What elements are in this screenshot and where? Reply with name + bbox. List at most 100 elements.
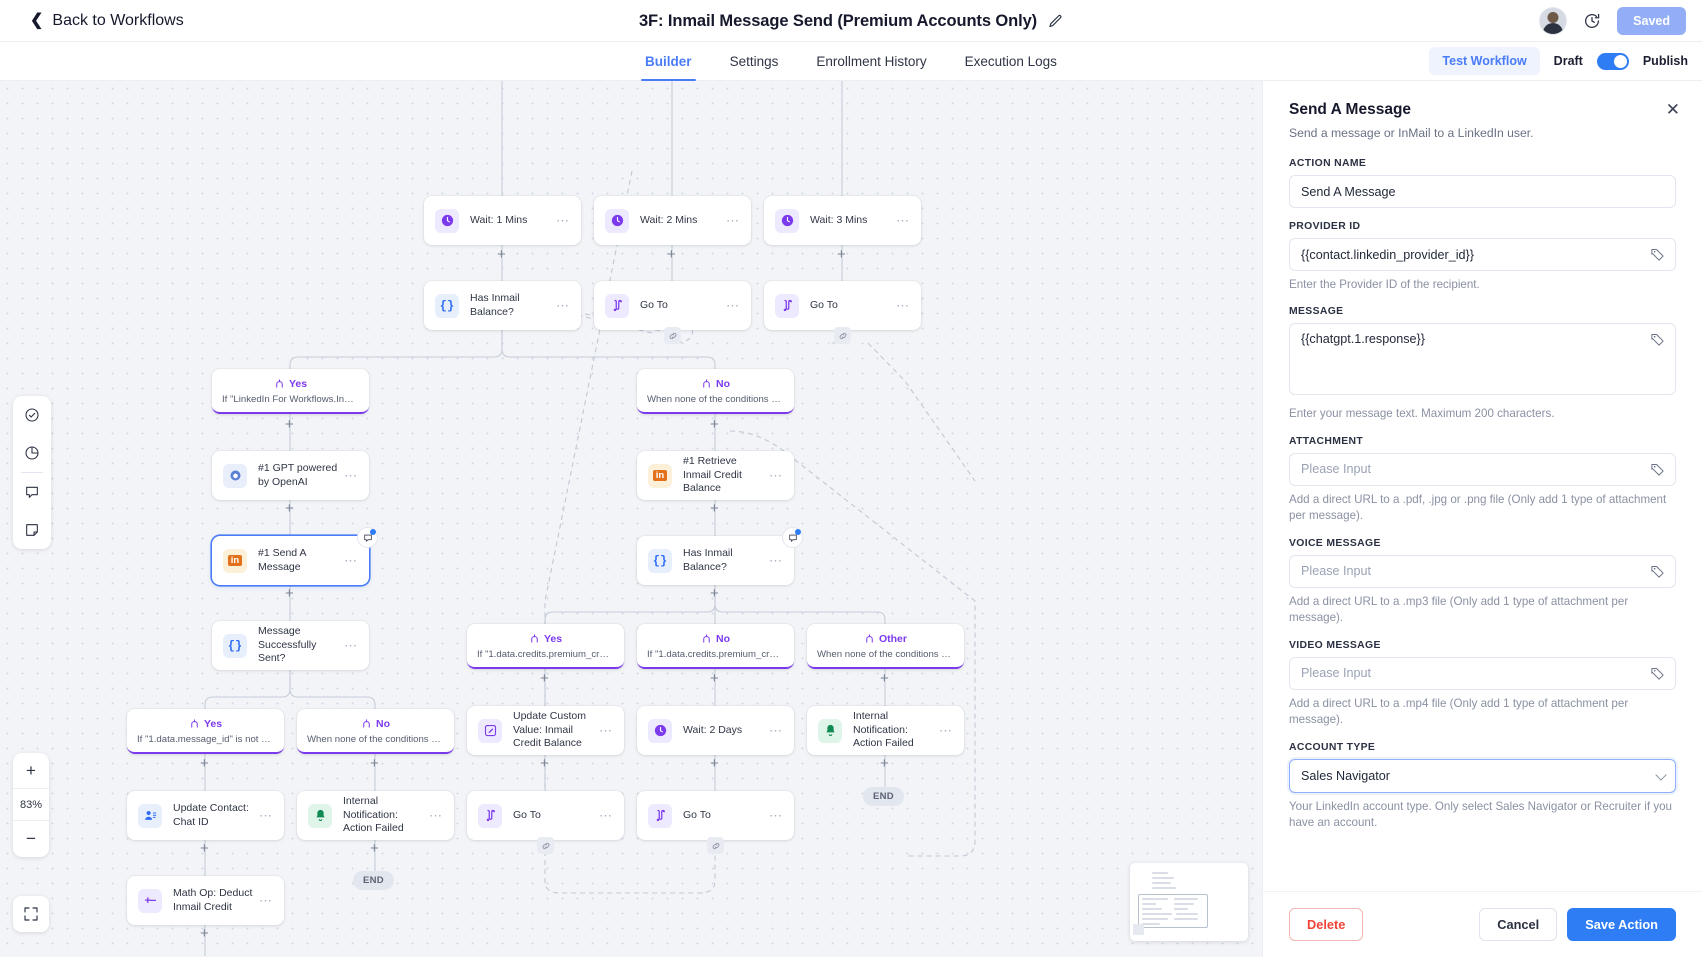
tab-settings[interactable]: Settings [729,53,779,69]
workflow-node[interactable]: in#1 Send A Message⋯ [212,527,378,585]
message-textarea[interactable] [1289,323,1676,396]
workflow-node[interactable]: {}Has Inmail Balance?⋯ [637,527,803,585]
saved-button[interactable]: Saved [1617,6,1686,35]
fit-to-screen-icon[interactable] [13,896,49,932]
add-step-button[interactable]: + [880,670,889,687]
tab-execution-logs[interactable]: Execution Logs [964,53,1057,69]
workflow-node[interactable]: Internal Notification: Action Failed⋯ [297,791,454,840]
sticky-note-icon[interactable] [13,511,51,549]
add-step-button[interactable]: + [710,416,719,433]
workflow-node[interactable]: {}Has Inmail Balance?⋯ [424,281,581,330]
add-step-button[interactable]: + [200,755,209,772]
variable-tag-icon[interactable] [1650,247,1665,262]
node-menu-button[interactable]: ⋯ [726,213,740,228]
node-menu-button[interactable]: ⋯ [896,298,910,313]
test-workflow-button[interactable]: Test Workflow [1429,47,1540,75]
workflow-node[interactable]: Wait: 2 Mins⋯ [594,196,751,245]
workflow-node[interactable]: in#1 Retrieve Inmail Credit Balance⋯ [637,451,794,500]
save-action-button[interactable]: Save Action [1567,908,1676,941]
node-menu-button[interactable]: ⋯ [599,808,613,823]
draft-publish-toggle[interactable] [1596,52,1629,70]
workflow-node[interactable]: #1 GPT powered by OpenAI⋯ [212,451,369,500]
node-menu-button[interactable]: ⋯ [556,298,570,313]
add-step-button[interactable]: + [667,246,676,263]
node-menu-button[interactable]: ⋯ [769,808,783,823]
add-step-button[interactable]: + [370,840,379,857]
delete-button[interactable]: Delete [1289,908,1364,941]
add-step-button[interactable]: + [837,246,846,263]
workflow-node[interactable]: Wait: 3 Mins⋯ [764,196,921,245]
provider-id-input[interactable] [1289,238,1676,271]
video-message-input[interactable] [1289,656,1676,690]
back-to-workflows-link[interactable]: ❮ Back to Workflows [30,12,184,30]
tab-builder[interactable]: Builder [641,42,696,81]
comment-icon[interactable] [13,473,51,511]
variable-tag-icon[interactable] [1650,666,1665,681]
add-step-button[interactable]: + [540,670,549,687]
workflow-node[interactable]: Go To⋯ [467,791,624,840]
add-step-button[interactable]: + [200,925,209,942]
add-step-button[interactable]: + [200,840,209,857]
variable-tag-icon[interactable] [1650,462,1665,477]
node-menu-button[interactable]: ⋯ [769,723,783,738]
voice-message-input[interactable] [1289,554,1676,588]
check-circle-icon[interactable] [13,396,51,434]
comment-badge[interactable] [782,527,803,548]
goto-link-badge[interactable] [834,327,851,344]
node-menu-button[interactable]: ⋯ [259,893,273,908]
add-step-button[interactable]: + [710,585,719,602]
goto-link-badge[interactable] [664,327,681,344]
goto-link-badge[interactable] [537,837,554,854]
node-menu-button[interactable]: ⋯ [344,553,358,568]
workflow-node[interactable]: +−Math Op: Deduct Inmail Credit⋯ [127,876,284,925]
workflow-node[interactable]: Go To⋯ [637,791,794,840]
workflow-node[interactable]: Wait: 1 Mins⋯ [424,196,581,245]
workflow-node[interactable]: Go To⋯ [764,281,921,330]
workflow-node[interactable]: Update Contact: Chat ID⋯ [127,791,284,840]
attachment-input[interactable] [1289,452,1676,486]
history-clock-icon[interactable] [1583,12,1601,30]
node-menu-button[interactable]: ⋯ [344,468,358,483]
add-step-button[interactable]: + [710,670,719,687]
variable-tag-icon[interactable] [1650,564,1665,579]
zoom-out-button[interactable]: − [26,829,36,848]
workflow-node[interactable]: {}Message Successfully Sent?⋯ [212,621,369,670]
add-step-button[interactable]: + [880,755,889,772]
node-menu-button[interactable]: ⋯ [896,213,910,228]
add-step-button[interactable]: + [285,500,294,517]
cancel-button[interactable]: Cancel [1479,908,1558,941]
node-menu-button[interactable]: ⋯ [939,723,953,738]
workflow-canvas[interactable]: + 83% − Wait [0,81,1262,957]
workflow-node[interactable]: Update Custom Value: Inmail Credit Balan… [467,706,624,755]
workflow-node[interactable]: Internal Notification: Action Failed⋯ [807,706,964,755]
node-menu-button[interactable]: ⋯ [599,723,613,738]
workflow-node[interactable]: Wait: 2 Days⋯ [637,706,794,755]
action-name-input[interactable] [1289,175,1676,208]
node-menu-button[interactable]: ⋯ [344,638,358,653]
add-step-button[interactable]: + [285,416,294,433]
add-step-button[interactable]: + [540,755,549,772]
zoom-in-button[interactable]: + [13,753,49,789]
goto-link-badge[interactable] [707,837,724,854]
node-menu-button[interactable]: ⋯ [769,468,783,483]
pie-chart-icon[interactable] [13,434,51,472]
account-type-select[interactable]: Sales Navigator [1289,758,1676,793]
tab-enrollment-history[interactable]: Enrollment History [816,53,927,69]
node-menu-button[interactable]: ⋯ [769,553,783,568]
variable-tag-icon[interactable] [1650,332,1665,347]
add-step-button[interactable]: + [497,246,506,263]
add-step-button[interactable]: + [285,585,294,602]
node-menu-button[interactable]: ⋯ [259,808,273,823]
node-menu-button[interactable]: ⋯ [726,298,740,313]
close-icon[interactable]: ✕ [1665,100,1680,119]
pencil-icon[interactable] [1048,14,1063,29]
node-menu-button[interactable]: ⋯ [429,808,443,823]
avatar[interactable] [1539,6,1568,35]
